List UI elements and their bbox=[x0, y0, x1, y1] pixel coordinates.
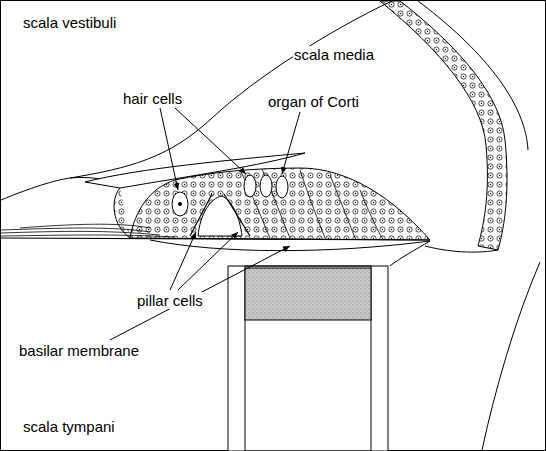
inner-sulcus bbox=[114, 188, 130, 238]
inner-hair-cell bbox=[172, 192, 188, 216]
spiral-ligament-line bbox=[418, 1, 528, 150]
boundary-line bbox=[390, 241, 430, 266]
outer-hair-cell bbox=[260, 175, 272, 197]
region-label: scala vestibuli bbox=[22, 14, 117, 31]
outer-hair-cell bbox=[276, 176, 288, 198]
spiral-ligament-boundary bbox=[482, 262, 540, 450]
part-label: organ of Corti bbox=[267, 93, 360, 110]
tunnel-of-corti bbox=[198, 196, 242, 236]
probe-sensor bbox=[245, 268, 371, 320]
leader-line bbox=[175, 108, 246, 174]
basilar-membrane bbox=[1, 238, 430, 240]
part-label: basilar membrane bbox=[18, 342, 140, 359]
organ-of-corti bbox=[130, 168, 430, 240]
leader-line bbox=[170, 232, 196, 290]
probe-housing bbox=[228, 266, 388, 451]
part-label: pillar cells bbox=[136, 292, 204, 309]
pillar-cells bbox=[190, 194, 250, 236]
outer-hair-cell bbox=[244, 175, 256, 197]
region-label: scala tympani bbox=[22, 418, 116, 435]
reissner-membrane bbox=[70, 1, 392, 178]
part-label: hair cells bbox=[122, 90, 183, 107]
nerve-fibres bbox=[1, 224, 175, 237]
leader-line bbox=[282, 112, 300, 174]
supporting-cells bbox=[240, 169, 382, 238]
probe-inner bbox=[245, 266, 371, 451]
outer-sulcus bbox=[425, 246, 498, 252]
leader-line bbox=[178, 232, 238, 290]
region-label: scala media bbox=[293, 46, 375, 63]
leader-line bbox=[160, 108, 178, 190]
leader-line bbox=[110, 246, 290, 340]
